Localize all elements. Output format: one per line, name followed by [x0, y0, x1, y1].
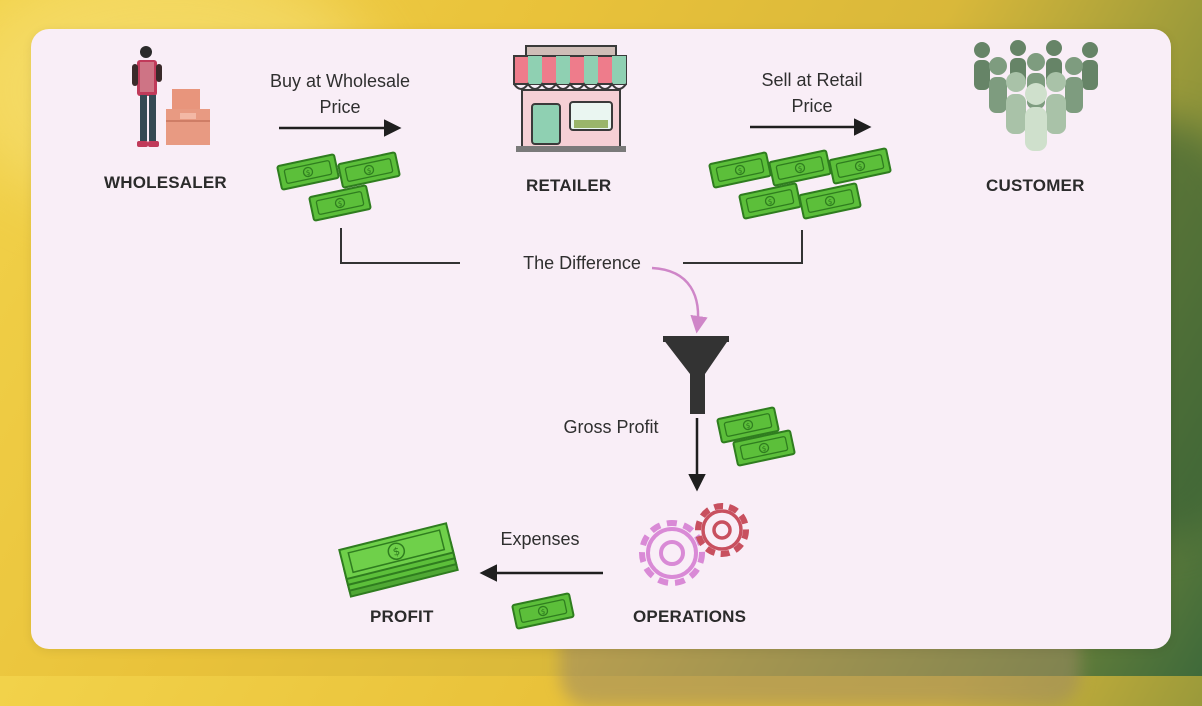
buy-price-line1: Buy at Wholesale — [269, 71, 411, 91]
cash-bill-icon — [511, 592, 575, 630]
expenses-label: Expenses — [500, 529, 580, 549]
svg-text:$: $ — [391, 545, 401, 559]
customer-label: CUSTOMER — [986, 176, 1085, 195]
buy-price-label: Buy at Wholesale Price — [252, 68, 428, 120]
difference-connector-right — [683, 230, 803, 264]
sell-price-line2: Price — [791, 96, 833, 116]
sell-price-line1: Sell at Retail — [761, 70, 863, 90]
cash-bill-icon — [716, 406, 796, 467]
cash-bill-icon — [276, 151, 401, 222]
cash-stack-icon: $ — [338, 522, 459, 598]
funnel-icon — [663, 336, 729, 414]
gross-profit-label: Gross Profit — [563, 417, 659, 437]
cash-bill-icon — [708, 147, 892, 220]
difference-connector-left — [340, 228, 460, 264]
storefront-icon — [513, 45, 627, 152]
operations-label: OPERATIONS — [633, 607, 747, 626]
difference-label: The Difference — [523, 253, 641, 273]
gears-icon — [639, 503, 749, 586]
retailer-label: RETAILER — [526, 176, 612, 195]
profit-label: PROFIT — [370, 607, 434, 626]
diagram-svg: $ — [132, 40, 1098, 630]
wholesaler-label: WHOLESALER — [104, 173, 227, 192]
sell-price-label: Sell at Retail Price — [734, 67, 890, 119]
buy-price-line2: Price — [319, 97, 361, 117]
difference-arrow — [651, 266, 708, 334]
crowd-icon — [974, 40, 1098, 151]
person-with-boxes-icon — [132, 46, 210, 147]
